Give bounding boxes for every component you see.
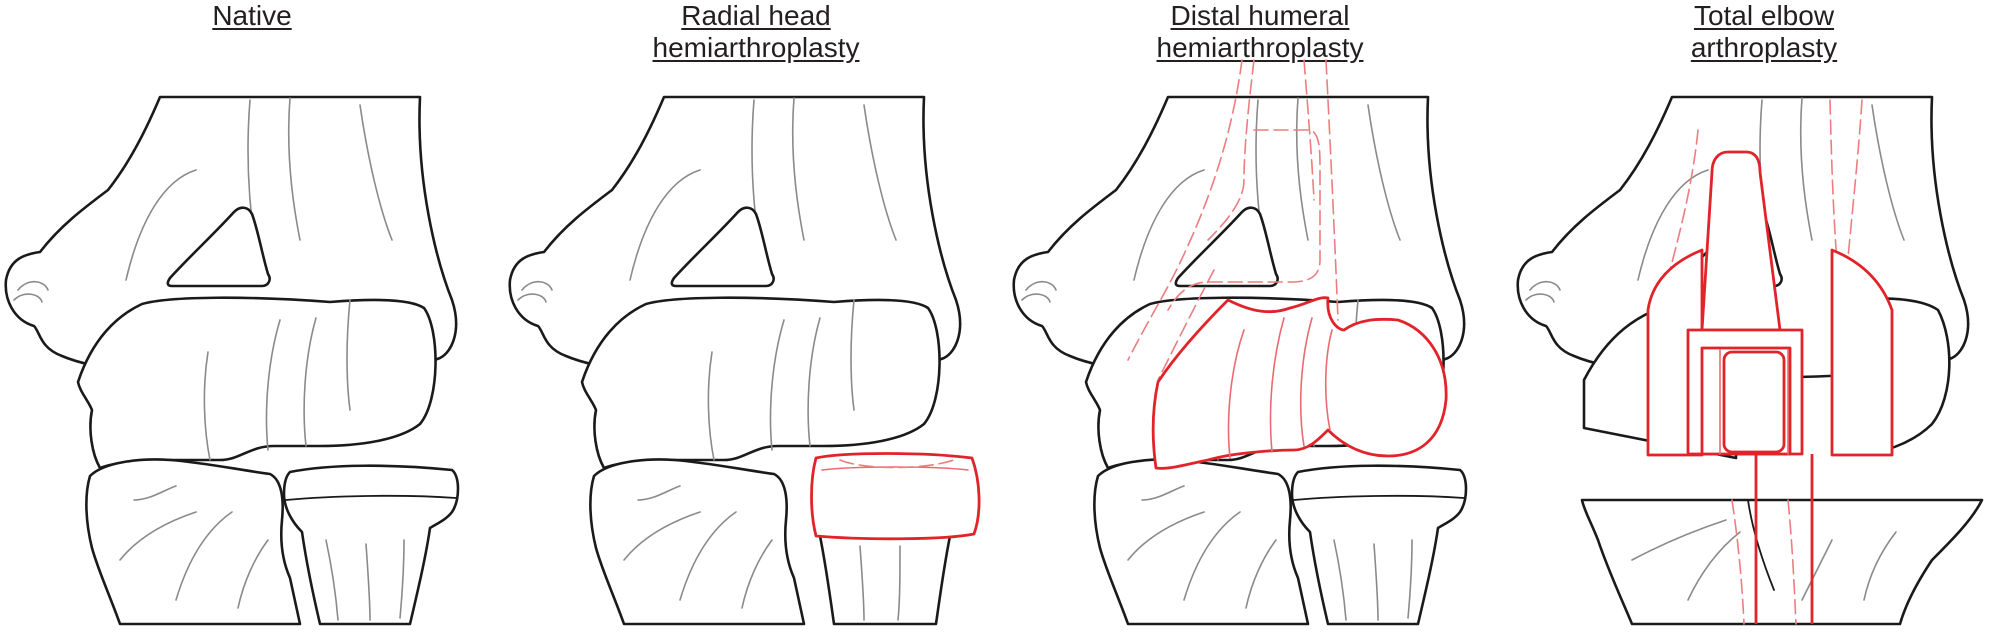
radius-shaft: [818, 534, 952, 626]
title-line: Native: [212, 0, 292, 31]
ulna-bone: [589, 458, 806, 626]
title-line: hemiarthroplasty: [1156, 32, 1364, 63]
radius-bone: [1290, 464, 1468, 626]
title-line: Distal humeral: [1170, 0, 1350, 31]
humeral-implant: [1151, 296, 1448, 470]
native-elbow-illustration: [4, 95, 460, 626]
humeral-stem-dashed: [1127, 59, 1339, 381]
ulna-bone: [85, 458, 302, 626]
panel-radial-head: Radial head hemiarthroplasty: [504, 0, 1008, 632]
distal-humerus-condyle: [580, 296, 941, 470]
panel-title-native: Native: [0, 0, 504, 32]
panel-title-total-elbow: Total elbow arthroplasty: [1512, 0, 2016, 64]
panel-native: Native: [0, 0, 504, 632]
title-line: Radial head: [681, 0, 831, 31]
forearm-bones: [1580, 498, 1984, 626]
radial-head-implant: [810, 452, 981, 541]
ulna-bone: [1093, 458, 1310, 626]
panel-title-radial-head: Radial head hemiarthroplasty: [504, 0, 1008, 64]
panel-total-elbow: Total elbow arthroplasty: [1512, 0, 2016, 632]
distal-humerus-condyle: [76, 296, 437, 470]
distal-humeral-illustration: [1012, 59, 1468, 626]
title-line: Total elbow: [1693, 0, 1835, 31]
title-line: arthroplasty: [1690, 32, 1838, 63]
radial-head-illustration: [508, 95, 981, 626]
panel-distal-humeral: Distal humeral hemiarthroplasty: [1008, 0, 1512, 632]
total-elbow-illustration: [1516, 95, 1984, 626]
panel-title-distal-humeral: Distal humeral hemiarthroplasty: [1008, 0, 1512, 64]
radius-bone: [282, 464, 460, 626]
title-line: hemiarthroplasty: [652, 32, 860, 63]
total-elbow-implant: [1646, 150, 1894, 624]
